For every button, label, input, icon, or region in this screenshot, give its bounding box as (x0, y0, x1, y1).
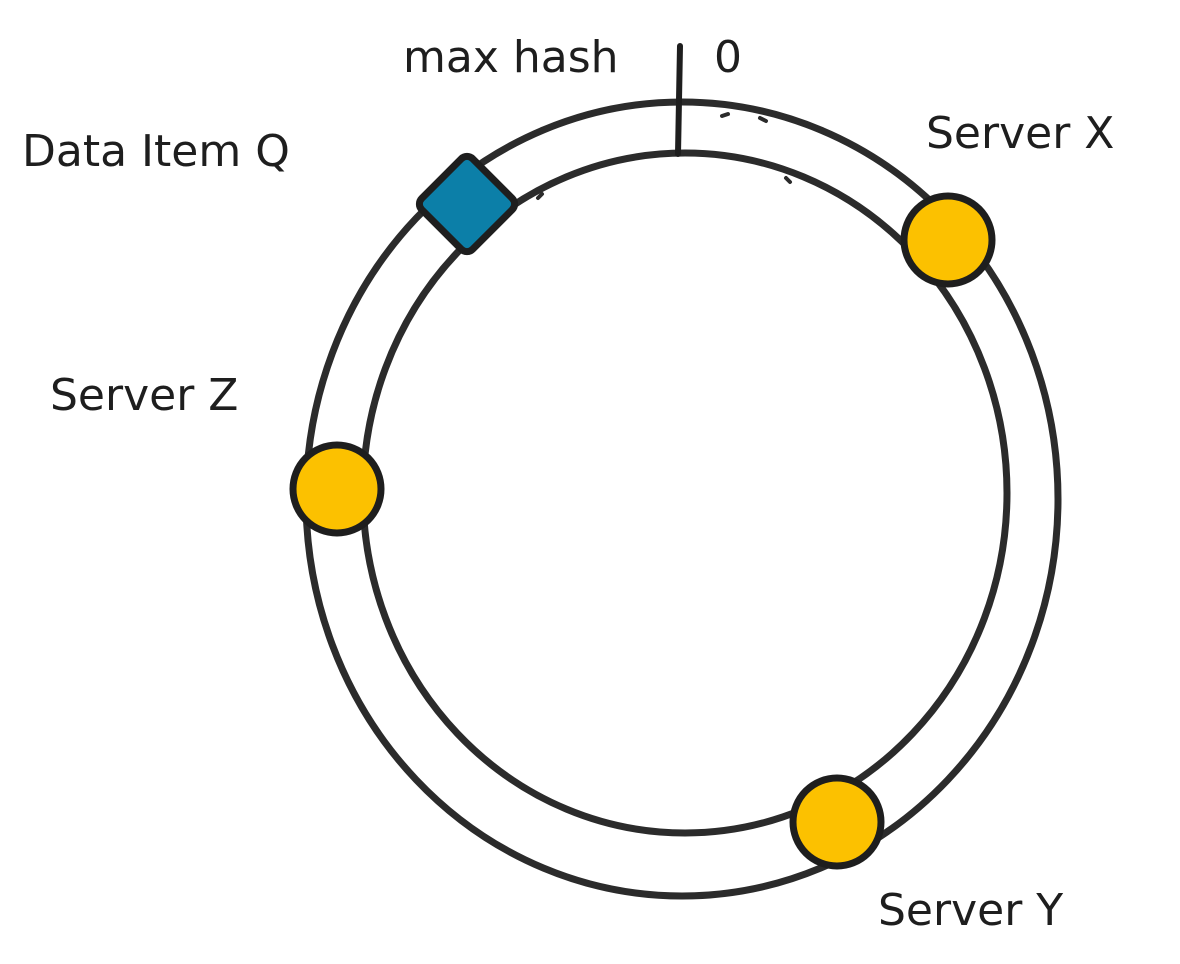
data-item-q-label: Data Item Q (22, 126, 290, 177)
max-hash-label: max hash (403, 32, 619, 83)
ring-origin-tick (675, 43, 683, 157)
data-item-q-diamond-icon (415, 152, 519, 256)
server-y-label: Server Y (878, 885, 1063, 936)
zero-label: 0 (714, 32, 742, 83)
server-z-label: Server Z (50, 370, 238, 421)
server-z-circle-icon (289, 441, 385, 537)
server-x-circle-icon (900, 192, 996, 288)
server-x-label: Server X (926, 108, 1114, 159)
server-y-circle-icon (789, 774, 885, 870)
sketch-mark (536, 112, 792, 200)
